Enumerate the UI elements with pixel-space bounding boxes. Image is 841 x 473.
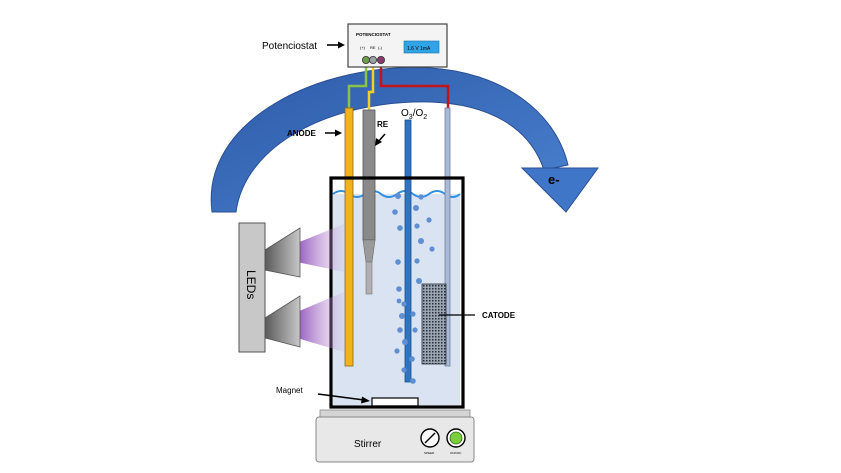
led-bottom — [264, 295, 301, 348]
magnet-label: Magnet — [276, 386, 303, 395]
power-button — [449, 431, 463, 445]
led-light-beam-bottom — [297, 292, 344, 352]
terminal-re — [368, 56, 377, 65]
o3-o2-label: O3/O2 — [401, 108, 427, 121]
magnetic-stirrer: SPEED ON/OFF — [315, 409, 475, 463]
led-panel — [238, 222, 301, 353]
electron-label: e- — [548, 172, 560, 187]
potentiostat-display — [403, 40, 440, 54]
potentiostat-pointer-arrow — [327, 41, 345, 49]
gas-bubbles — [392, 193, 435, 384]
speed-knob-caption: SPEED — [424, 451, 435, 455]
anode-label: ANODE — [287, 129, 317, 138]
potentiostat-label: Potenciostat — [262, 41, 317, 52]
connection-wires — [347, 66, 450, 112]
magnet-pointer-arrow — [317, 393, 370, 404]
stirrer-label: Stirrer — [354, 439, 382, 450]
terminal-plus — [361, 56, 370, 65]
cathode-wire — [444, 107, 451, 367]
reference-electrode — [362, 109, 376, 295]
terminal-plus-label: (+) — [360, 45, 366, 50]
catode-label: CATODE — [482, 311, 516, 320]
terminal-minus-label: (-) — [378, 45, 383, 50]
reactor-vessel — [329, 176, 465, 409]
gas-inlet-tube — [404, 119, 412, 383]
anode-pointer-arrow — [325, 129, 342, 137]
potentiostat-display-text: 1.6 V 1mA — [407, 46, 431, 52]
re-label: RE — [377, 120, 389, 129]
potentiostat-device: POTENCIOSTAT 1.6 V 1mA (+) RE (-) — [347, 23, 448, 68]
led-top — [264, 227, 301, 278]
speed-knob-needle-icon — [424, 432, 436, 444]
led-light-beam-top — [297, 224, 344, 272]
leds-label: LEDs — [244, 270, 258, 299]
cathode-mesh — [421, 283, 447, 365]
terminal-minus — [376, 56, 385, 65]
power-button-caption: ON/OFF — [450, 451, 461, 455]
potentiostat-title: POTENCIOSTAT — [356, 32, 391, 37]
electron-flow-arrow — [210, 67, 599, 213]
terminal-re-label: RE — [370, 45, 376, 50]
stir-bar-magnet — [371, 397, 419, 407]
anode-electrode — [344, 107, 354, 367]
re-pointer-arrow — [375, 133, 386, 146]
